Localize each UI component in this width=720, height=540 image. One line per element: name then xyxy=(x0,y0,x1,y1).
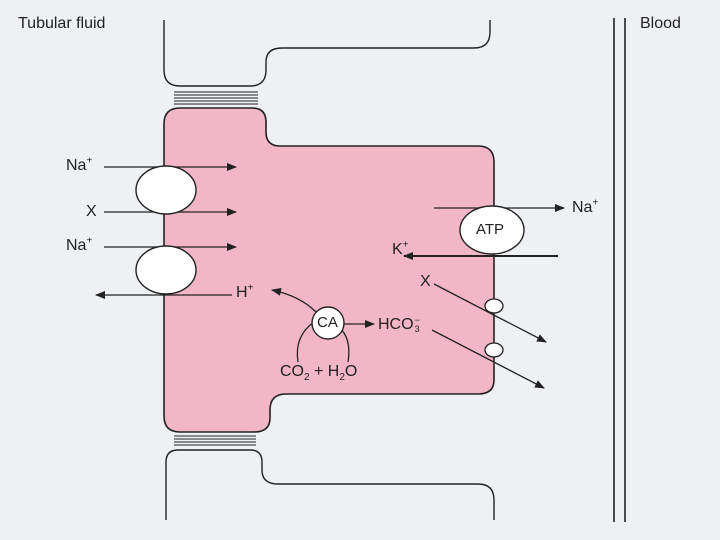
atp-label: ATP xyxy=(476,221,505,238)
ca-label: CA xyxy=(317,314,338,331)
upper-adjacent-cell xyxy=(163,20,491,87)
hco3-exit-carrier xyxy=(484,342,504,358)
epithelial-cell xyxy=(163,107,495,433)
na-label-blood: Na+ xyxy=(572,197,599,216)
x-exit-carrier xyxy=(484,298,504,314)
k-label: K+ xyxy=(392,239,409,258)
carbonic-anhydrase xyxy=(311,306,345,340)
tubular-fluid-label: Tubular fluid xyxy=(18,15,106,32)
na-x-cotransporter xyxy=(135,165,197,215)
ca-to-h-arrow xyxy=(271,287,317,313)
x-label-apical: X xyxy=(86,203,97,220)
na-h-exchanger xyxy=(135,245,197,295)
na-label-bottom: Na+ xyxy=(66,235,93,254)
tight-junction-bottom xyxy=(174,435,256,446)
co2-to-ca-arrow xyxy=(296,321,315,363)
na-k-atpase-pump xyxy=(459,205,525,255)
x-label-basolateral: X xyxy=(420,273,431,290)
tight-junction-top xyxy=(174,91,258,105)
h-ion-label: H+ xyxy=(236,282,254,301)
hco3-label: HCO−3 xyxy=(378,315,420,334)
x-arrow-basolateral xyxy=(433,283,547,343)
reaction-label: CO2 + H2O xyxy=(280,363,358,384)
na-label-top: Na+ xyxy=(66,155,93,174)
lower-adjacent-cell xyxy=(165,449,495,520)
blood-label: Blood xyxy=(640,15,681,32)
hco3-arrow-basolateral xyxy=(431,329,545,389)
